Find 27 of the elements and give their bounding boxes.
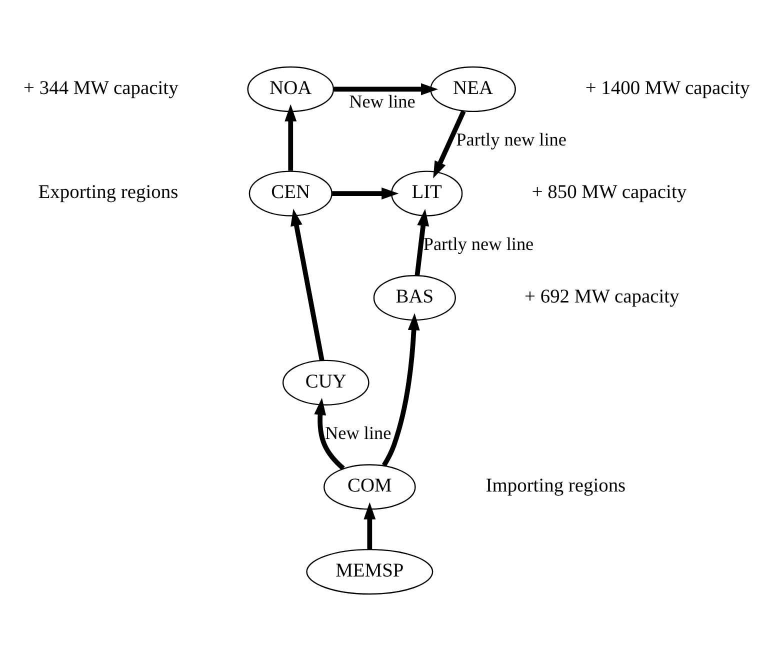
arrow	[290, 208, 324, 360]
arrow	[284, 104, 296, 170]
edge-label: Partly new line	[456, 129, 566, 150]
label: Exporting regions	[38, 182, 178, 203]
arrow	[381, 312, 420, 466]
node-ellipse: CEN	[248, 170, 332, 216]
node-ellipse: BAS	[372, 274, 456, 320]
node-ellipse: NEA	[430, 66, 516, 112]
node-label: + 344 MW capacity	[23, 77, 178, 98]
node-ellipse: MEMSP	[306, 548, 433, 594]
edge-label: New line	[348, 90, 415, 111]
node-ellipse: CUY	[282, 359, 369, 405]
edge-label: New line	[324, 422, 391, 443]
node-label: + 1400 MW capacity	[584, 77, 750, 98]
arrow	[332, 187, 398, 199]
arrow	[414, 208, 429, 276]
arrow	[314, 397, 344, 470]
node-label: + 692 MW capacity	[524, 286, 679, 307]
arrow	[333, 82, 438, 95]
label: Importing regions	[485, 475, 626, 496]
node-ellipse: NOA	[246, 66, 334, 112]
node-ellipse: LIT	[390, 170, 462, 216]
node-label: + 850 MW capacity	[531, 182, 686, 203]
edge-label: Partly new line	[422, 233, 534, 254]
arrow	[363, 502, 376, 549]
node-ellipse: COM	[323, 464, 416, 510]
arrow	[432, 110, 466, 178]
